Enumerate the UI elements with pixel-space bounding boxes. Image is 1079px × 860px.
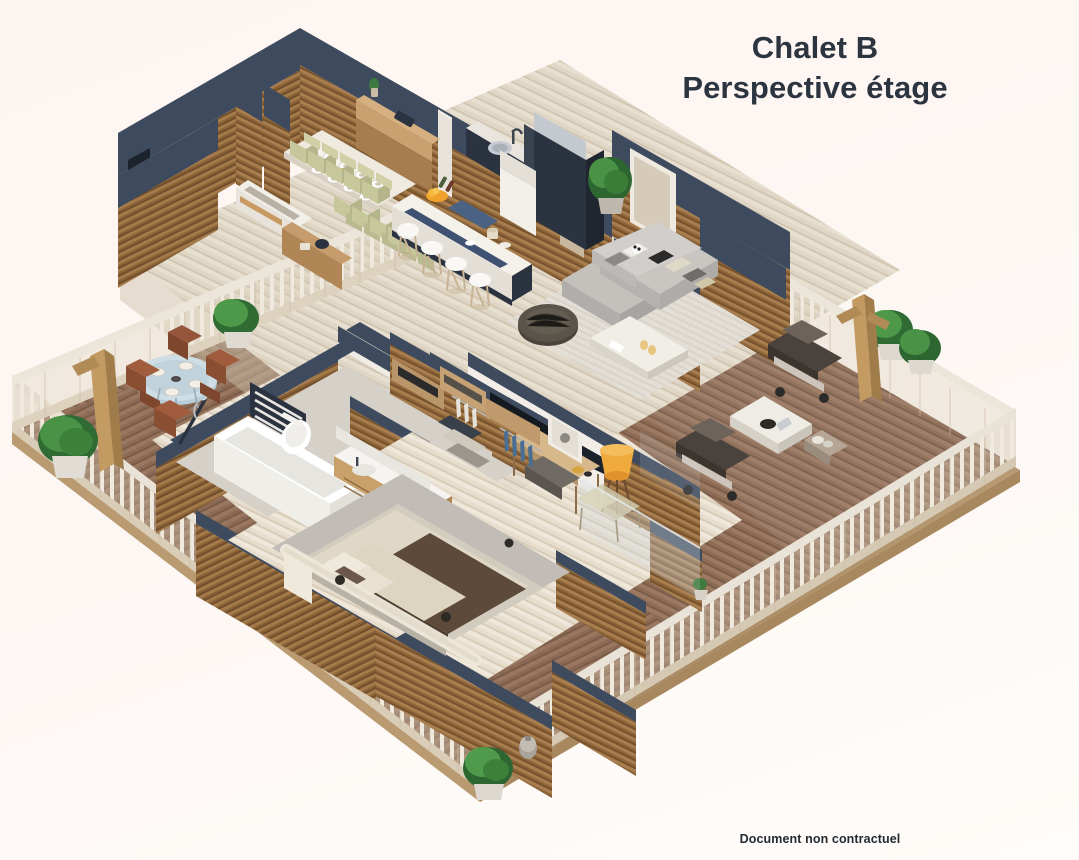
legal-disclaimer: Document non contractuel [739,832,901,846]
